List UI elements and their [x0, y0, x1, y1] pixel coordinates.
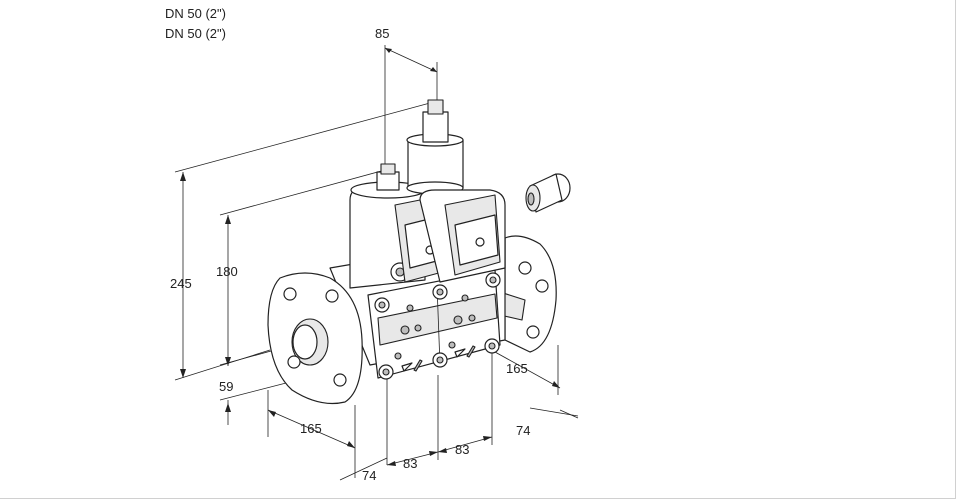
cable-gland-icon — [525, 173, 571, 213]
dim-74-left: 74 — [362, 468, 376, 483]
dim-83-a: 83 — [403, 456, 417, 471]
size-label-1: DN 50 (2") — [165, 6, 226, 21]
dim-85: 85 — [375, 26, 389, 41]
size-label-2: DN 50 (2") — [165, 26, 226, 41]
dimension-lines — [174, 45, 579, 481]
dim-165-left: 165 — [300, 421, 322, 436]
dim-165-right: 165 — [506, 361, 528, 376]
dim-180: 180 — [216, 264, 238, 279]
dim-245: 245 — [170, 276, 192, 291]
actuator-right — [406, 99, 506, 283]
dim-59: 59 — [219, 379, 233, 394]
dim-74-right: 74 — [516, 423, 530, 438]
dim-83-b: 83 — [455, 442, 469, 457]
